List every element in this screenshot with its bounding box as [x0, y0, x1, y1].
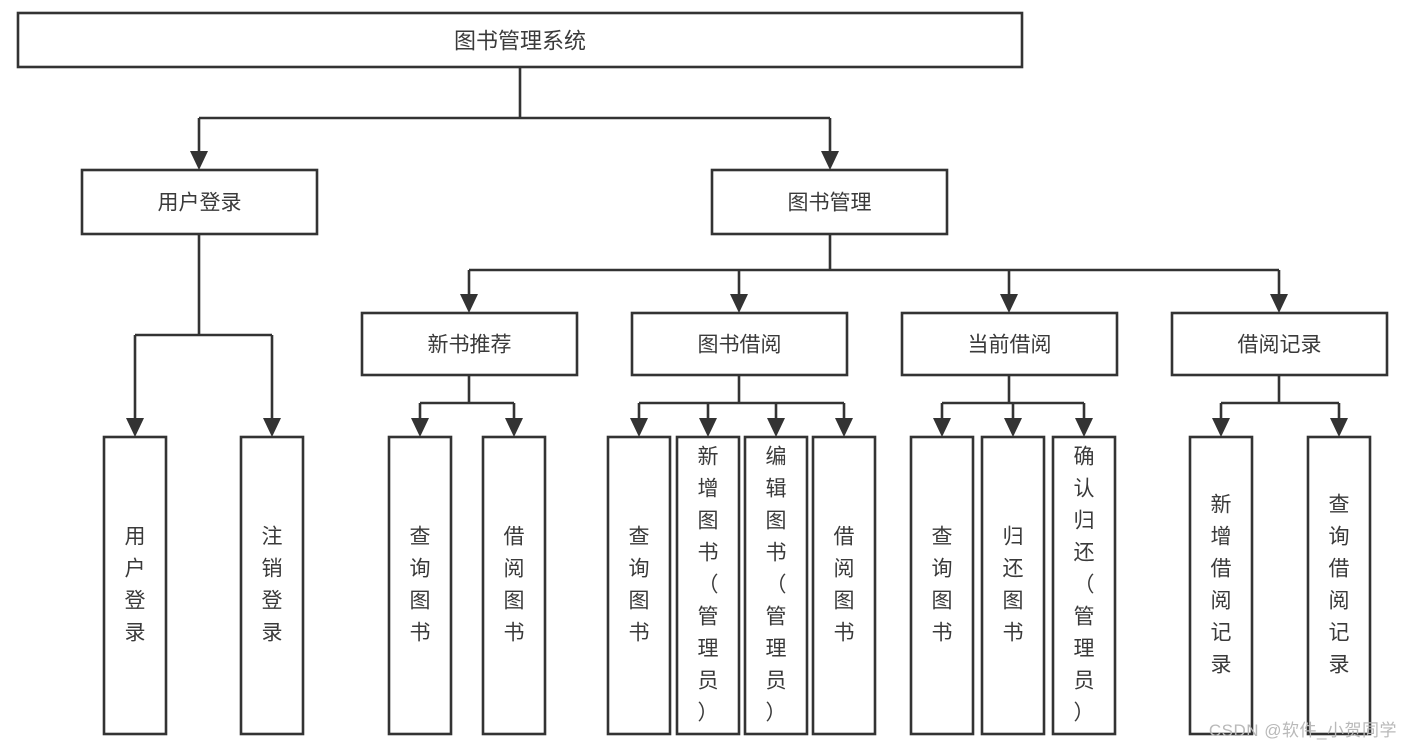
node-box-new-book-recommend[interactable]	[360, 311, 579, 377]
current-borrow-to-leaf-return-book-arrowhead-icon	[1004, 418, 1022, 437]
node-label-leaf-add-record: 新增借阅记录	[1211, 494, 1232, 677]
node-label-leaf-query-books-3: 查询图书	[932, 526, 953, 645]
user-login-to-leaf-logout-arrowhead-icon	[263, 418, 281, 437]
node-box-leaf-logout[interactable]	[239, 435, 305, 736]
node-box-leaf-query-books-1[interactable]	[387, 435, 453, 736]
node-label-leaf-confirm-return: 确认归还（管理员）	[1074, 446, 1095, 725]
nodes-layer: 图书管理系统用户登录图书管理用户登录注销登录新书推荐查询图书借阅图书图书借阅查询…	[16, 11, 1389, 736]
node-label-leaf-return-book: 归还图书	[1003, 526, 1024, 645]
book-management-to-new-book-recommend-arrowhead-icon	[460, 294, 478, 313]
user-login-to-leaf-user-login-arrowhead-icon	[126, 418, 144, 437]
node-label-root: 图书管理系统	[454, 29, 586, 54]
node-label-new-book-recommend: 新书推荐	[428, 334, 512, 357]
book-borrow-to-leaf-add-book-arrowhead-icon	[699, 418, 717, 437]
node-box-current-borrow[interactable]	[900, 311, 1119, 377]
node-label-leaf-borrow-books-2: 借阅图书	[834, 526, 855, 645]
node-label-borrow-records: 借阅记录	[1238, 334, 1322, 357]
node-label-current-borrow: 当前借阅	[968, 334, 1052, 357]
node-box-book-borrow[interactable]	[630, 311, 849, 377]
new-book-recommend-to-leaf-query-books-1-arrowhead-icon	[411, 418, 429, 437]
root-to-user-login-arrowhead-icon	[190, 151, 208, 170]
node-box-leaf-add-record[interactable]	[1188, 435, 1254, 736]
node-box-leaf-confirm-return[interactable]	[1051, 435, 1117, 736]
current-borrow-to-leaf-confirm-return-arrowhead-icon	[1075, 418, 1093, 437]
book-borrow-to-leaf-query-books-2-arrowhead-icon	[630, 418, 648, 437]
connectors-layer	[126, 67, 1348, 437]
node-label-leaf-query-record: 查询借阅记录	[1329, 494, 1350, 677]
node-box-leaf-query-books-3[interactable]	[909, 435, 975, 736]
node-box-borrow-records[interactable]	[1170, 311, 1389, 377]
node-box-root[interactable]	[16, 11, 1024, 69]
node-label-leaf-query-books-1: 查询图书	[410, 526, 431, 645]
node-box-leaf-add-book[interactable]	[675, 435, 741, 736]
node-box-book-management[interactable]	[710, 168, 949, 236]
borrow-records-to-leaf-add-record-arrowhead-icon	[1212, 418, 1230, 437]
node-label-user-login: 用户登录	[158, 192, 242, 215]
node-box-user-login[interactable]	[80, 168, 319, 236]
borrow-records-to-leaf-query-record-arrowhead-icon	[1330, 418, 1348, 437]
node-box-leaf-user-login[interactable]	[102, 435, 168, 736]
book-borrow-to-leaf-borrow-books-2-arrowhead-icon	[835, 418, 853, 437]
book-management-to-borrow-records-arrowhead-icon	[1270, 294, 1288, 313]
node-box-leaf-query-record[interactable]	[1306, 435, 1372, 736]
node-label-leaf-add-book: 新增图书（管理员）	[698, 446, 719, 725]
node-label-book-borrow: 图书借阅	[698, 334, 782, 357]
book-borrow-to-leaf-edit-book-arrowhead-icon	[767, 418, 785, 437]
book-management-to-current-borrow-arrowhead-icon	[1000, 294, 1018, 313]
node-label-leaf-logout: 注销登录	[262, 526, 283, 645]
node-box-leaf-return-book[interactable]	[980, 435, 1046, 736]
current-borrow-to-leaf-query-books-3-arrowhead-icon	[933, 418, 951, 437]
node-label-book-management: 图书管理	[788, 192, 872, 215]
node-box-leaf-query-books-2[interactable]	[606, 435, 672, 736]
book-management-to-book-borrow-arrowhead-icon	[730, 294, 748, 313]
root-to-book-management-arrowhead-icon	[821, 151, 839, 170]
node-label-leaf-user-login: 用户登录	[125, 526, 146, 645]
node-box-leaf-borrow-books-2[interactable]	[811, 435, 877, 736]
new-book-recommend-to-leaf-borrow-books-1-arrowhead-icon	[505, 418, 523, 437]
node-box-leaf-edit-book[interactable]	[743, 435, 809, 736]
node-box-leaf-borrow-books-1[interactable]	[481, 435, 547, 736]
node-label-leaf-borrow-books-1: 借阅图书	[504, 526, 525, 645]
node-label-leaf-edit-book: 编辑图书（管理员）	[766, 446, 787, 725]
node-label-leaf-query-books-2: 查询图书	[629, 526, 650, 645]
